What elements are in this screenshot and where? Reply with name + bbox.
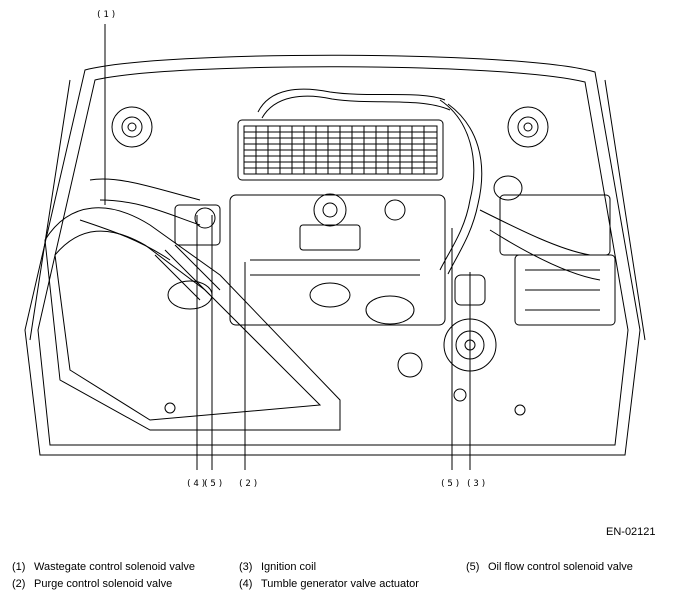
callout-2: (2) bbox=[238, 479, 260, 489]
figure-id: EN-02121 bbox=[606, 526, 656, 538]
air-intake bbox=[44, 207, 341, 431]
legend-text: Ignition coil bbox=[261, 561, 317, 573]
callout-3: (3) bbox=[466, 479, 488, 489]
callout-5-right: (5) bbox=[440, 479, 462, 489]
battery bbox=[499, 194, 616, 326]
legend-item-1: (1) Wastegate control solenoid valve bbox=[12, 561, 195, 573]
engine-bay-diagram: (1) (4) (5) (2) (5) (3) bbox=[24, 10, 646, 489]
engine-block bbox=[229, 193, 446, 326]
legend-num: (5) bbox=[466, 561, 480, 573]
callout-4: (4) bbox=[186, 479, 208, 489]
legend-item-5: (5) Oil flow control solenoid valve bbox=[466, 561, 633, 573]
intercooler bbox=[237, 119, 444, 181]
legend-text: Purge control solenoid valve bbox=[34, 578, 173, 590]
legend-text: Tumble generator valve actuator bbox=[261, 578, 419, 590]
legend-item-4: (4) Tumble generator valve actuator bbox=[239, 578, 419, 590]
legend-num: (3) bbox=[239, 561, 253, 573]
strut-tower-right bbox=[507, 106, 549, 148]
legend-item-3: (3) Ignition coil bbox=[239, 561, 316, 573]
legend-text: Wastegate control solenoid valve bbox=[34, 561, 196, 573]
legend-text: Oil flow control solenoid valve bbox=[488, 561, 633, 573]
strut-tower-left bbox=[111, 106, 153, 148]
callout-1: (1) bbox=[96, 10, 118, 20]
legend-num: (2) bbox=[12, 578, 26, 590]
legend-item-2: (2) Purge control solenoid valve bbox=[12, 578, 172, 590]
leader-lines bbox=[104, 24, 471, 470]
legend-num: (4) bbox=[239, 578, 253, 590]
callout-5-left: (5) bbox=[203, 479, 225, 489]
body-outline bbox=[24, 54, 641, 456]
legend-num: (1) bbox=[12, 561, 26, 573]
reservoir-tank bbox=[493, 175, 523, 201]
